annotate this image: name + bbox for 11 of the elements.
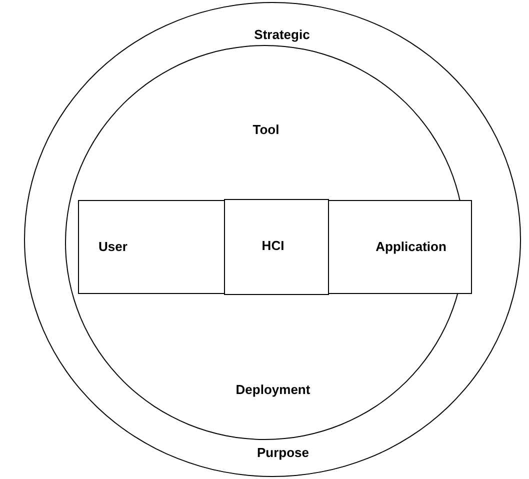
node-label: Application (376, 239, 446, 255)
node-label: Tool (252, 122, 280, 138)
outer-ellipse (24, 2, 521, 477)
rectangle-box (224, 199, 329, 295)
node-label: User (98, 239, 128, 255)
node-label: HCI (262, 238, 284, 254)
node-label: Strategic (254, 27, 310, 43)
node-label: Purpose (257, 445, 309, 461)
rectangle-box (328, 200, 472, 294)
rectangle-box (78, 200, 225, 294)
node-label: Deployment (236, 382, 310, 398)
